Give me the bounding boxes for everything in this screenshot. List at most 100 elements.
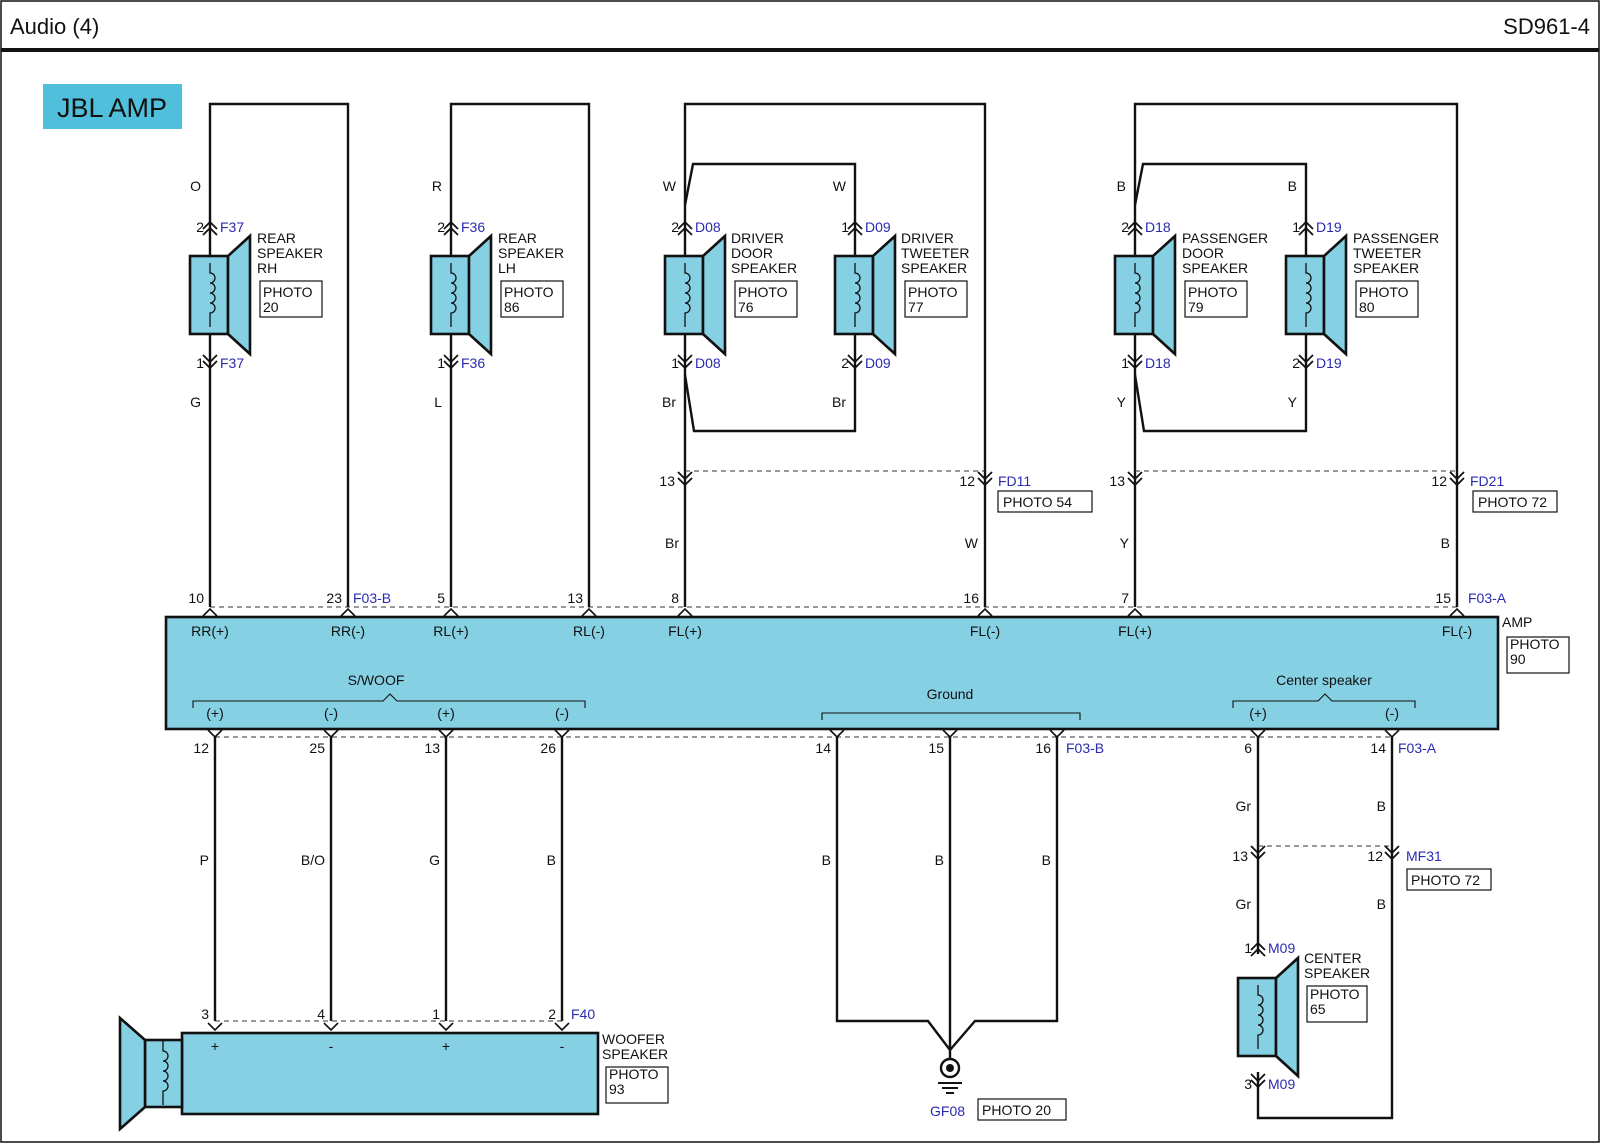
center-name-1: SPEAKER	[1304, 965, 1370, 981]
amp-top-pin-2: 5	[437, 590, 445, 606]
ground-photo: PHOTO 20	[982, 1102, 1051, 1118]
photo-box-driver-door	[734, 280, 798, 318]
photo-box-passenger-door	[1184, 280, 1248, 318]
diagram-code: SD961-4	[1503, 14, 1590, 39]
wire-bottom-rear_rh: G	[190, 394, 201, 410]
ground-wire-0: B	[822, 852, 831, 868]
amp-bottom-pin-3: 26	[540, 740, 556, 756]
swoof-bracket	[192, 693, 586, 708]
amp-bottom-pin-1: 25	[309, 740, 325, 756]
speaker-name-rear_rh-0: REAR	[257, 230, 296, 246]
wire-top-rear_rh: O	[190, 178, 201, 194]
wire-top-driver_door: W	[663, 178, 677, 194]
swoof-terminal-3: (-)	[555, 705, 569, 721]
connector-top-driver_door: D08	[695, 219, 721, 235]
pin-bottom-rear_lh: 1	[437, 355, 445, 371]
center-connector-bottom: M09	[1268, 1076, 1295, 1092]
fd11-pin-left: 13	[659, 473, 675, 489]
fd21-wire-left: Y	[1120, 535, 1130, 551]
pin-bottom-pass_tweeter: 2	[1292, 355, 1300, 371]
pin-bottom-driver_door: 1	[671, 355, 679, 371]
photo-label-pass_door: PHOTO	[1188, 284, 1238, 300]
mf31-pin-left: 13	[1232, 848, 1248, 864]
connector-top-rear_rh: F37	[220, 219, 244, 235]
jbl-amp-badge-label: JBL AMP	[57, 93, 167, 123]
photo-label-pass_tweeter: PHOTO	[1359, 284, 1409, 300]
amp-terminal-label-6: FL(+)	[1118, 623, 1152, 639]
ground-connector: GF08	[930, 1103, 965, 1119]
rear-rh-circuit	[188, 102, 350, 607]
photo-number-rear_rh: 20	[263, 299, 279, 315]
amp-terminal-label-1: RR(-)	[331, 623, 365, 639]
woofer-name-1: SPEAKER	[602, 1046, 668, 1062]
wire-bottom-rear_lh: L	[434, 394, 442, 410]
speaker-name-rear_lh-2: LH	[498, 260, 516, 276]
passenger-circuit	[1113, 102, 1465, 607]
pin-bottom-driver_tweeter: 2	[841, 355, 849, 371]
connector-bottom-pass_door: D18	[1145, 355, 1171, 371]
mf31-wire-left-top: Gr	[1235, 798, 1251, 814]
center-circuit	[1236, 737, 1400, 1120]
woofer-sign-3: -	[560, 1038, 565, 1054]
woofer-sign-2: +	[442, 1038, 450, 1054]
amp-bottom-pin-6: 16	[1035, 740, 1051, 756]
jbl-amp-badge	[43, 84, 182, 129]
amp-top-pin-1: 23	[326, 590, 342, 606]
ground-wire-2: B	[1042, 852, 1051, 868]
ground-circuit	[835, 737, 1059, 1094]
photo-number-rear_lh: 86	[504, 299, 520, 315]
connector-top-pass_tweeter: D19	[1316, 219, 1342, 235]
fd11-connector: FD11	[998, 473, 1031, 489]
connector-bottom-rear_lh: F36	[461, 355, 485, 371]
wire-top-pass_tweeter: B	[1288, 178, 1297, 194]
mf31-pin-right: 12	[1367, 848, 1383, 864]
wire-top-pass_door: B	[1117, 178, 1126, 194]
photo-number-driver_door: 76	[738, 299, 754, 315]
fd21-pin-right: 12	[1431, 473, 1447, 489]
woofer-wire-1: B/O	[301, 852, 325, 868]
amp-bottom-pin-0: 12	[193, 740, 209, 756]
wire-bottom-driver_door: Br	[662, 394, 676, 410]
speaker-name-driver_door-2: SPEAKER	[731, 260, 797, 276]
speaker-name-pass_door-1: DOOR	[1182, 245, 1224, 261]
connector-bottom-driver_tweeter: D09	[865, 355, 891, 371]
speaker-name-pass_tweeter-2: SPEAKER	[1353, 260, 1419, 276]
wire-bottom-pass_door: Y	[1117, 394, 1127, 410]
ground-bracket	[821, 712, 1081, 720]
woofer-connector: F40	[571, 1006, 595, 1022]
fd21-pin-left: 13	[1109, 473, 1125, 489]
photo-box-rear-lh	[500, 280, 564, 318]
amp-bottom-pin-7: 6	[1244, 740, 1252, 756]
woofer-wire-2: G	[429, 852, 440, 868]
photo-box-center	[1306, 985, 1368, 1023]
mf31-wire-right-bottom: B	[1377, 896, 1386, 912]
center-bracket	[1232, 693, 1416, 708]
woofer-sign-1: -	[329, 1038, 334, 1054]
mf31-photo: PHOTO 72	[1411, 872, 1480, 888]
speaker-name-driver_tweeter-0: DRIVER	[901, 230, 954, 246]
photo-box-mf31	[1406, 868, 1492, 891]
center-name-0: CENTER	[1304, 950, 1362, 966]
amp-top-pin-marks	[202, 608, 1465, 617]
amp-terminal-label-3: RL(-)	[573, 623, 605, 639]
photo-box-ground	[977, 1098, 1067, 1121]
woofer-photo-label: PHOTO	[609, 1066, 659, 1082]
fd11-pin-right: 12	[959, 473, 975, 489]
photo-number-driver_tweeter: 77	[908, 299, 924, 315]
center-photo-number: 65	[1310, 1001, 1326, 1017]
center-pin-top: 1	[1244, 940, 1252, 956]
center-terminal-1: (-)	[1385, 705, 1399, 721]
amp-connector-top-left: F03-B	[353, 590, 391, 606]
pin-top-pass_tweeter: 1	[1292, 219, 1300, 235]
wire-top-rear_lh: R	[432, 178, 442, 194]
pin-top-rear_rh: 2	[196, 219, 204, 235]
photo-box-rear-rh	[259, 280, 323, 318]
amp-top-pin-0: 10	[188, 590, 204, 606]
connector-top-rear_lh: F36	[461, 219, 485, 235]
mf31-connector: MF31	[1406, 848, 1442, 864]
center-photo-label: PHOTO	[1310, 986, 1360, 1002]
amp-terminal-label-4: FL(+)	[668, 623, 702, 639]
connector-top-pass_door: D18	[1145, 219, 1171, 235]
photo-box-woofer	[605, 1066, 669, 1104]
swoof-terminal-0: (+)	[206, 705, 224, 721]
